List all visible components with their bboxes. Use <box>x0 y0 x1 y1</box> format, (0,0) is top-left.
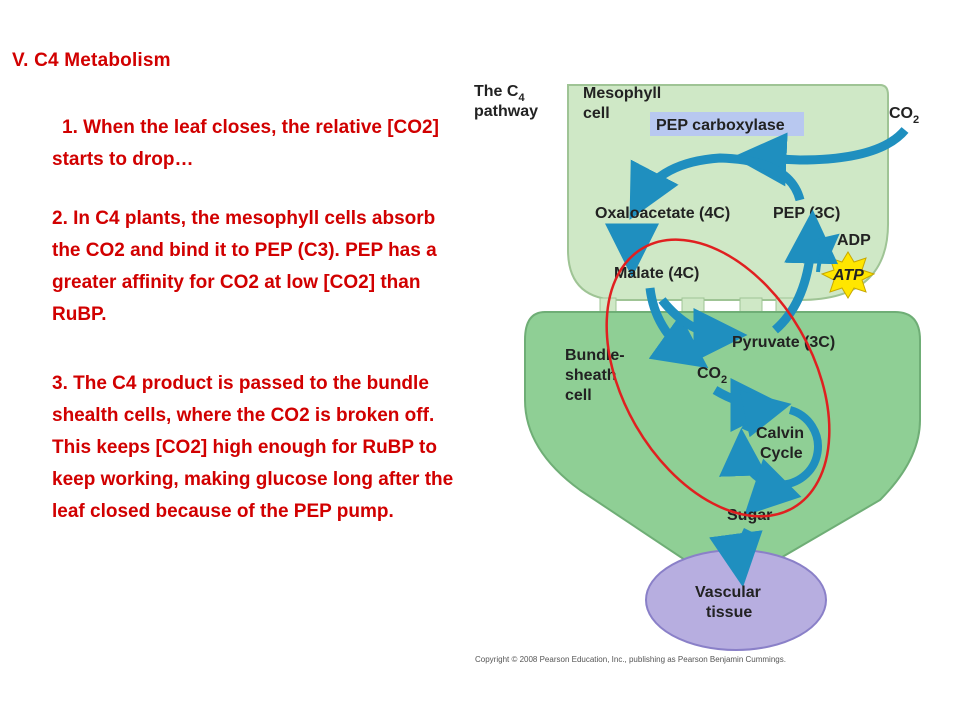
slide-text-panel: V. C4 Metabolism 1. When the leaf closes… <box>0 0 470 720</box>
calvin-label-1: Calvin <box>756 425 804 442</box>
atp-label: ATP <box>832 267 864 284</box>
bundle-sheath-label-1: Bundle- <box>565 347 625 364</box>
point-3: 3. The C4 product is passed to the bundl… <box>52 373 454 522</box>
vascular-label-1: Vascular <box>695 584 761 601</box>
svg-text:CO2: CO2 <box>889 105 919 126</box>
sugar-to-vascular-arrow <box>709 527 763 588</box>
svg-text:CO2: CO2 <box>697 365 727 386</box>
co2-bundle-label: CO <box>697 365 721 382</box>
co2-input-arrow <box>732 126 909 187</box>
figure-title-pathway: pathway <box>474 103 538 120</box>
pyruvate-label: Pyruvate (3C) <box>732 334 835 351</box>
figure-title-c: The C <box>474 83 519 100</box>
highlight-ellipse <box>605 238 831 518</box>
co2-in-label: CO <box>889 105 913 122</box>
co2-bundle-sub: 2 <box>721 374 727 386</box>
co2-in-sub: 2 <box>913 114 919 126</box>
calvin-label-2: Cycle <box>760 445 803 462</box>
copyright-text: Copyright © 2008 Pearson Education, Inc.… <box>475 655 786 664</box>
mesophyll-label-1: Mesophyll <box>583 85 661 102</box>
point-2: 2. In C4 plants, the mesophyll cells abs… <box>52 208 437 325</box>
malate-to-pyruvate-arrow <box>658 297 748 362</box>
bundle-sheath-label-3: cell <box>565 387 592 404</box>
pep-label: PEP (3C) <box>773 205 840 222</box>
oxaloacetate-label: Oxaloacetate (4C) <box>595 205 730 222</box>
adp-label: ADP <box>837 232 871 249</box>
pep-carboxylase-box <box>650 112 804 136</box>
calvin-to-sugar-arrow <box>744 458 802 516</box>
figure-title-sub: 4 <box>518 92 525 104</box>
slide-title: V. C4 Metabolism <box>12 50 171 71</box>
atp-to-adp-arrow <box>813 233 840 273</box>
point-1-text: 1. When the leaf closes, the relative [C… <box>52 117 439 170</box>
vascular-label-2: tissue <box>706 604 752 621</box>
bundle-sheath-label-2: sheath <box>565 367 617 384</box>
pep-to-oxaloacetate-arrow <box>629 153 805 220</box>
malate-to-co2-arrow <box>645 287 709 369</box>
malate-label: Malate (4C) <box>614 265 699 282</box>
point-1: 1. When the leaf closes, the relative [C… <box>52 112 462 176</box>
mesophyll-label-2: cell <box>583 105 610 122</box>
svg-text:The C4: The C4 <box>474 83 525 104</box>
pep-carboxylase-label: PEP carboxylase <box>656 117 785 134</box>
calvin-cycle-arrow-2 <box>739 390 792 438</box>
pyruvate-to-pep-arrow <box>771 209 839 334</box>
